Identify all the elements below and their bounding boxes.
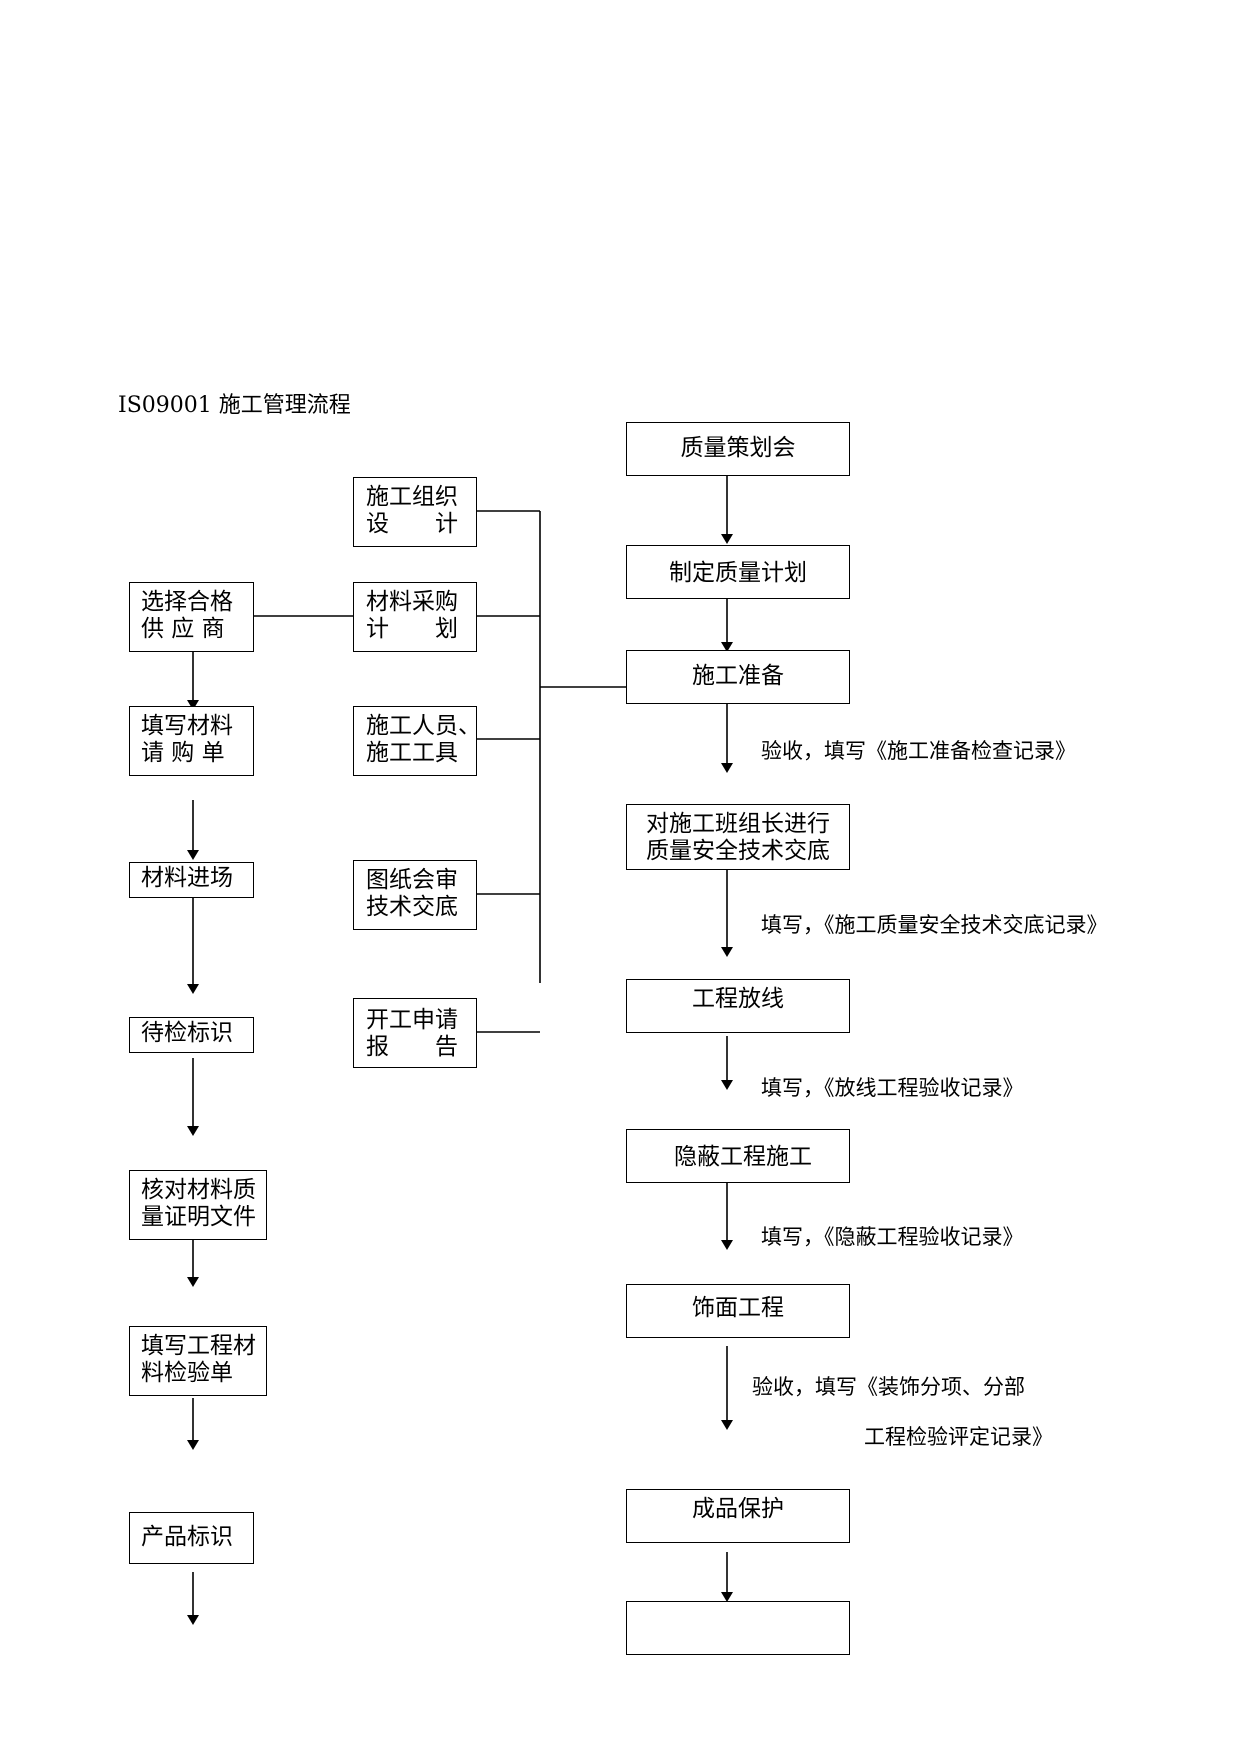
quality-meeting-label: 质量策划会	[680, 435, 796, 461]
box-finishing: 饰面工程	[626, 1284, 850, 1338]
verify-line-2: 量证明文件	[141, 1204, 256, 1230]
personnel-line-1: 施工人员、	[366, 713, 481, 739]
layout-label: 工程放线	[692, 986, 784, 1012]
briefing-line-1: 对施工班组长进行	[646, 811, 830, 837]
box-construction-design: 施工组织 设 计	[353, 477, 477, 547]
page-title: IS09001 施工管理流程	[118, 393, 351, 418]
box-construction-prep: 施工准备	[626, 650, 850, 704]
personnel-line-2: 施工工具	[366, 740, 458, 766]
box-product-identification: 产品标识	[129, 1512, 254, 1564]
box-purchase-request: 填写材料 请 购 单	[129, 706, 254, 776]
concealed-work-label: 隐蔽工程施工	[674, 1144, 812, 1170]
box-quality-plan: 制定质量计划	[626, 545, 850, 599]
review-line-1: 图纸会审	[366, 867, 458, 893]
box-material-entry: 材料进场	[129, 862, 254, 898]
box-quality-meeting: 质量策划会	[626, 422, 850, 476]
note-finishing-record-line-1: 验收，填写《装饰分项、分部	[752, 1375, 1025, 1399]
box-verify-certificates: 核对材料质 量证明文件	[129, 1170, 267, 1240]
box-concealed-work: 隐蔽工程施工	[626, 1129, 850, 1183]
pending-inspection-label: 待检标识	[141, 1020, 233, 1046]
supplier-line-1: 选择合格	[141, 589, 233, 615]
note-concealed-record: 填写，《隐蔽工程验收记录》	[761, 1225, 1024, 1249]
box-layout: 工程放线	[626, 979, 850, 1033]
box-select-supplier: 选择合格 供 应 商	[129, 582, 254, 652]
start-line-1: 开工申请	[366, 1007, 458, 1033]
box-drawing-review: 图纸会审 技术交底	[353, 860, 477, 930]
supplier-line-2: 供 应 商	[141, 616, 225, 642]
briefing-line-2: 质量安全技术交底	[646, 838, 830, 864]
design-line-1: 施工组织	[366, 484, 458, 510]
inspection-form-line-1: 填写工程材	[141, 1333, 256, 1359]
purchase-plan-line-1: 材料采购	[366, 589, 458, 615]
note-prep-record: 验收，填写《施工准备检查记录》	[761, 739, 1076, 763]
construction-prep-label: 施工准备	[692, 663, 784, 689]
material-entry-label: 材料进场	[141, 865, 233, 891]
purchase-request-line-2: 请 购 单	[141, 740, 225, 766]
box-pending-inspection: 待检标识	[129, 1017, 254, 1053]
box-material-purchase-plan: 材料采购 计 划	[353, 582, 477, 652]
start-line-2: 报 告	[366, 1034, 458, 1060]
note-briefing-record: 填写，《施工质量安全技术交底记录》	[761, 913, 1108, 937]
finishing-label: 饰面工程	[692, 1295, 784, 1321]
product-identification-label: 产品标识	[141, 1524, 233, 1550]
box-final-step	[626, 1601, 850, 1655]
inspection-form-line-2: 料检验单	[141, 1360, 233, 1386]
box-inspection-form: 填写工程材 料检验单	[129, 1326, 267, 1396]
review-line-2: 技术交底	[366, 894, 458, 920]
box-start-application: 开工申请 报 告	[353, 998, 477, 1068]
box-product-protection: 成品保护	[626, 1489, 850, 1543]
quality-plan-label: 制定质量计划	[669, 560, 807, 586]
purchase-plan-line-2: 计 划	[366, 616, 458, 642]
note-finishing-record-line-2: 工程检验评定记录》	[864, 1425, 1053, 1449]
verify-line-1: 核对材料质	[141, 1177, 256, 1203]
note-layout-record: 填写，《放线工程验收记录》	[761, 1076, 1024, 1100]
design-line-2: 设 计	[366, 511, 458, 537]
box-personnel-tools: 施工人员、 施工工具	[353, 706, 481, 776]
box-safety-briefing: 对施工班组长进行 质量安全技术交底	[626, 804, 850, 870]
product-protection-label: 成品保护	[692, 1496, 784, 1522]
purchase-request-line-1: 填写材料	[141, 713, 233, 739]
